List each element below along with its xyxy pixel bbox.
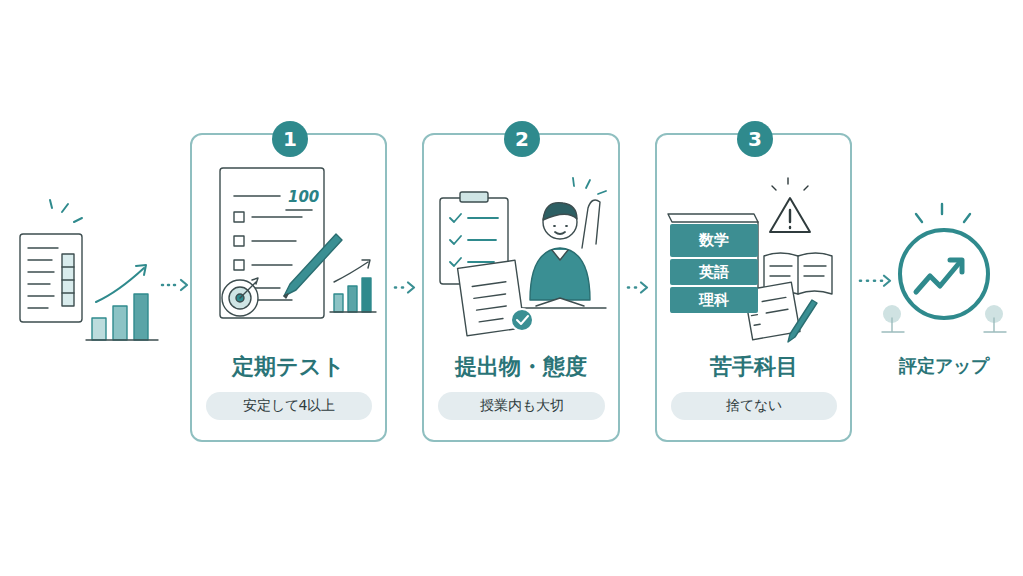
step-card: 苦手科目3捨てない数学英語理科: [655, 133, 852, 442]
step-title: 提出物・態度: [424, 352, 618, 382]
dotted-line: [860, 279, 882, 282]
result-anchor: [898, 228, 990, 320]
score-label: 100: [288, 188, 319, 206]
book-spine: 数学: [670, 224, 758, 257]
step-number: 1: [272, 121, 308, 157]
flow-connector: [860, 276, 890, 286]
step-number-text: 1: [283, 127, 297, 151]
book-spine: 英語: [670, 259, 758, 285]
flow-connector: [395, 283, 414, 293]
step-note: 安定して4以上: [206, 392, 372, 420]
step-note-text: 授業内も大切: [480, 397, 564, 415]
step-note: 授業内も大切: [438, 392, 605, 420]
dotted-line: [628, 286, 639, 289]
flow-connector: [628, 283, 647, 293]
result-circle: 評定アップ: [884, 228, 1004, 320]
book-spine-text: 英語: [699, 263, 729, 282]
step-card: 定期テスト1安定して4以上: [190, 133, 387, 442]
book-spine-text: 数学: [699, 231, 729, 250]
step-number: 3: [737, 121, 773, 157]
step-number-text: 3: [748, 127, 762, 151]
step-note-text: 安定して4以上: [243, 397, 336, 415]
step-note: 捨てない: [671, 392, 837, 420]
result-label: 評定アップ: [864, 354, 1023, 378]
book-spine: 理科: [670, 287, 758, 313]
step-card: 提出物・態度2授業内も大切: [422, 133, 620, 442]
step-title: 苦手科目: [657, 352, 850, 382]
step-title: 定期テスト: [192, 352, 385, 382]
arrow-head: [884, 276, 890, 286]
arrow-head: [408, 283, 414, 293]
step-note-text: 捨てない: [726, 397, 782, 415]
dotted-line: [395, 286, 406, 289]
step-number: 2: [504, 121, 540, 157]
arrow-head: [641, 283, 647, 293]
book-spine-text: 理科: [699, 291, 729, 310]
step-number-text: 2: [515, 127, 529, 151]
